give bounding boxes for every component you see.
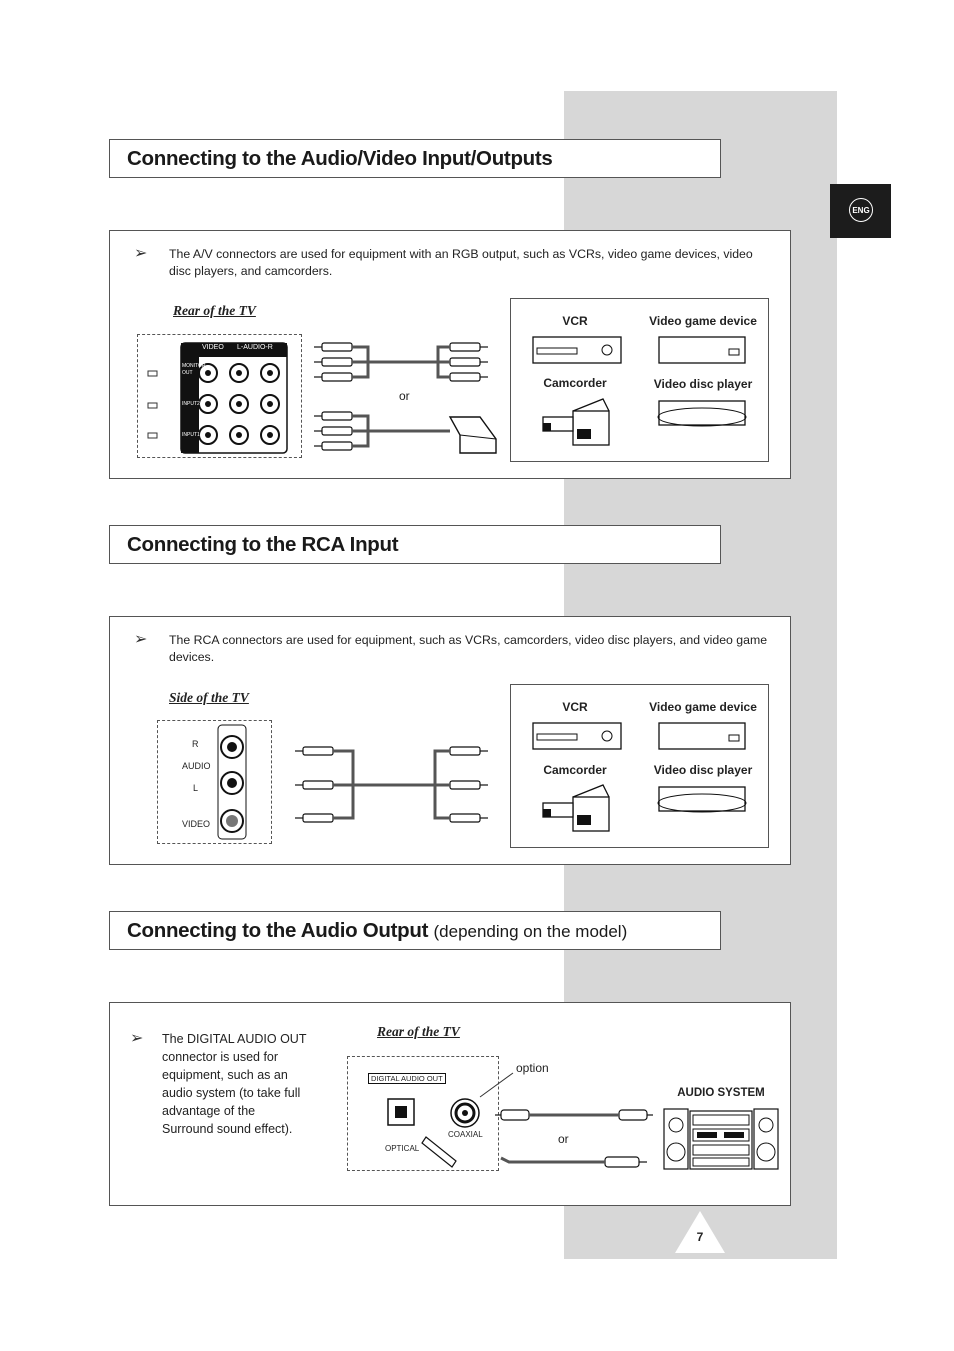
optical-label: OPTICAL [385,1144,420,1153]
rca-section-box: ➢ The RCA connectors are used for equipm… [109,616,791,865]
row-label-input2: INPUT2 [182,401,200,407]
av-device-box: VCR Video game device Camcorder Video di… [510,298,769,462]
digital-audio-drawing [387,1072,514,1168]
rca-device-drawings [532,722,747,832]
av-section-heading: Connecting to the Audio/Video Input/Outp… [109,139,721,178]
audio-system-icon [663,1108,779,1170]
tv-side-jack-panel: R AUDIO L VIDEO [157,720,272,844]
rca-section-title: Connecting to the RCA Input [127,533,399,556]
jack-header-audio: L-AUDIO-R [237,344,273,351]
coaxial-label: COAXIAL [448,1130,483,1139]
jack-label-l: L [193,783,199,793]
language-tab-label: ENG [849,198,873,222]
rca-note: The RCA connectors are used for equipmen… [169,633,768,664]
device-label-disc: Video disc player [653,377,753,391]
audio-section-title: Connecting to the Audio Output (dependin… [127,919,627,943]
note-arrow-icon: ➢ [130,1030,144,1047]
rca-cables-drawing [295,746,488,823]
av-section-box: ➢ The A/V connectors are used for equipm… [109,230,791,479]
audio-or-label: or [558,1132,569,1146]
av-cables-drawing [314,342,497,454]
audio-title-bold: Connecting to the Audio Output [127,919,429,942]
note-arrow-icon: ➢ [134,245,148,262]
audio-note-line: audio system (to take full [162,1086,301,1100]
audio-section-heading: Connecting to the Audio Output (dependin… [109,911,721,950]
side-jack-drawing [217,724,247,840]
jack-label-audio: AUDIO [182,761,211,771]
vcr-icon [532,336,622,364]
audio-system-label: AUDIO SYSTEM [677,1087,765,1099]
jack-panel-drawing [147,342,288,454]
rca-device-box: VCR Video game device Camcorder Video di… [510,684,769,848]
digital-audio-out-label: DIGITAL AUDIO OUT [368,1073,446,1084]
device-label-disc: Video disc player [653,763,753,777]
game-device-icon [658,336,746,364]
tv-rear-jack-panel: VIDEO L-AUDIO-R MONITOR OUT INPUT2 INPUT… [137,334,302,458]
audio-note: The DIGITAL AUDIO OUT connector is used … [162,1030,337,1138]
vcr-icon [532,722,622,750]
digital-audio-panel: DIGITAL AUDIO OUT OPTICAL COAXIAL [347,1056,514,1171]
rca-caption: Side of the TV [169,690,249,705]
device-label-game: Video game device [649,700,757,714]
disc-player-icon [657,786,747,813]
audio-note-line: advantage of the [162,1104,256,1118]
audio-section-box: ➢ The DIGITAL AUDIO OUT connector is use… [109,1002,791,1206]
audio-note-line: The DIGITAL AUDIO OUT [162,1032,307,1046]
rca-section-heading: Connecting to the RCA Input [109,525,721,564]
audio-caption: Rear of the TV [377,1024,460,1039]
disc-player-icon [657,400,747,427]
audio-note-line: connector is used for [162,1050,279,1064]
device-label-vcr: VCR [562,700,588,714]
av-device-drawings [532,336,747,446]
note-arrow-icon: ➢ [134,631,148,648]
row-label-input1: INPUT1 [182,432,200,438]
av-or-label: or [399,389,410,403]
jack-label-r: R [192,739,199,749]
audio-note-line: Surround sound effect). [162,1122,293,1136]
option-label: option [516,1061,549,1075]
device-label-camcorder: Camcorder [543,763,607,777]
jack-header-video: VIDEO [202,344,224,351]
audio-title-normal: (depending on the model) [433,922,628,941]
page-number: 7 [696,1230,704,1244]
audio-cables-drawing [495,1109,653,1168]
device-label-vcr: VCR [562,314,588,328]
camcorder-icon [542,398,610,446]
page-number-marker [675,1211,725,1253]
av-note: The A/V connectors are used for equipmen… [169,247,753,278]
camcorder-icon [542,784,610,832]
av-caption: Rear of the TV [173,303,256,318]
row-label-monitor-out: MONITOR OUT [182,363,206,376]
audio-note-line: equipment, such as an [162,1068,288,1082]
game-device-icon [658,722,746,750]
device-label-camcorder: Camcorder [543,376,607,390]
av-section-title: Connecting to the Audio/Video Input/Outp… [127,147,553,170]
jack-label-video: VIDEO [182,819,211,829]
device-label-game: Video game device [649,314,757,328]
language-tab: ENG [830,184,891,238]
